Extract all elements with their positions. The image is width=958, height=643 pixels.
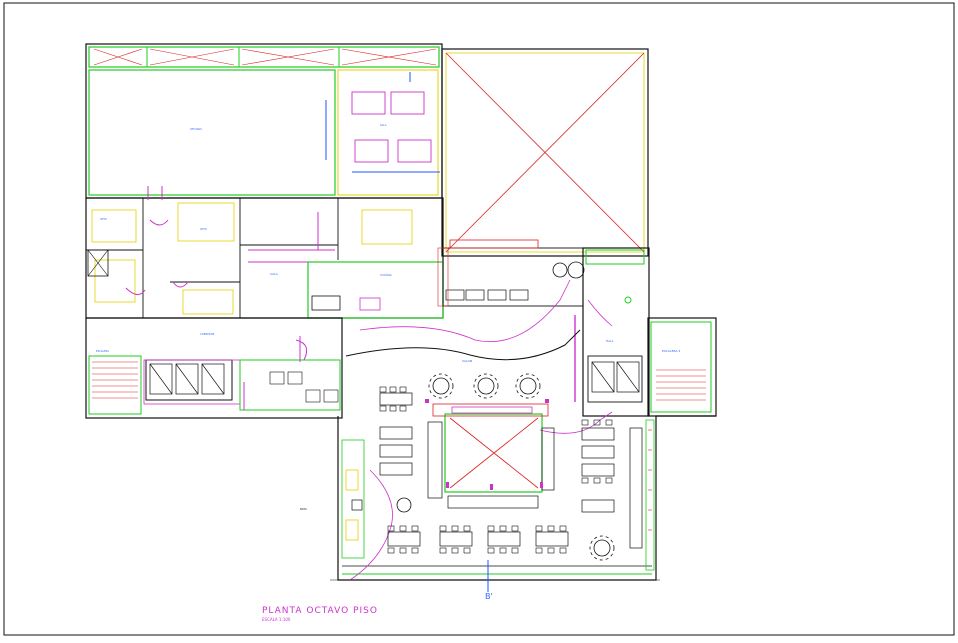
plan-title: PLANTA OCTAVO PISO (262, 606, 378, 616)
restaurant-label: SALON (462, 359, 472, 363)
top-left-block: OFICINAS SALA (85, 43, 443, 199)
restaurant-hall: SALON (300, 261, 716, 592)
section-marker: B' (485, 592, 493, 601)
plan-scale: ESCALA 1:100 (262, 617, 291, 622)
lower-left: ESCALERA CORREDOR (85, 317, 343, 419)
right-hall: HALL ESCALERA 2 (552, 247, 717, 417)
svg-text:SALA: SALA (380, 123, 387, 127)
svg-text:OFIC: OFIC (100, 217, 107, 221)
hall-label: HALL (606, 339, 614, 343)
svg-text:OFICINAS: OFICINAS (190, 127, 202, 131)
svg-text:CORREDOR: CORREDOR (200, 332, 215, 336)
title-block: PLANTA OCTAVO PISO ESCALA 1:100 (262, 606, 378, 622)
svg-text:NOTA: NOTA (300, 507, 307, 511)
sheet-border (3, 2, 955, 636)
svg-text:OFIC: OFIC (200, 227, 207, 231)
stair-right-label: ESCALERA 2 (662, 349, 680, 353)
svg-text:COCINA: COCINA (380, 273, 393, 277)
stair-left-label: ESCALERA (96, 349, 109, 353)
svg-text:SALA: SALA (270, 272, 279, 276)
void-bay (441, 48, 649, 257)
shaft (87, 249, 109, 277)
